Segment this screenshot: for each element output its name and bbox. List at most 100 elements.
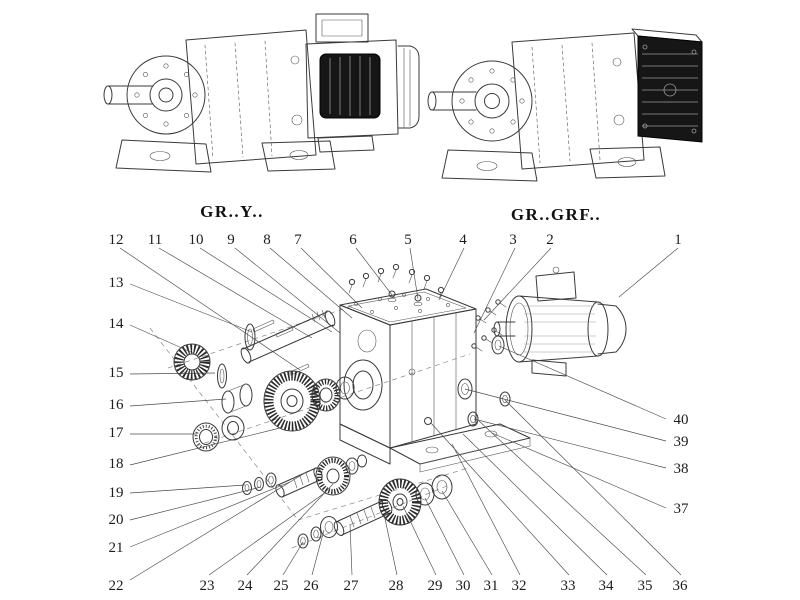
- mounting-feet: [115, 139, 336, 173]
- callout-32: 32: [512, 578, 527, 594]
- leader-line-14: [129, 324, 194, 354]
- motor-unit: [493, 266, 627, 377]
- callout-25: 25: [274, 578, 289, 594]
- gearbox-housing: [339, 304, 477, 449]
- leader-line-30: [424, 497, 465, 576]
- leader-line-18: [129, 427, 281, 466]
- callout-36: 36: [673, 578, 689, 594]
- callout-39: 39: [674, 434, 689, 450]
- bearings-left: [192, 415, 245, 452]
- leader-line-5: [409, 247, 419, 300]
- exploded-view: [149, 263, 627, 549]
- housing-cover-plate: [339, 288, 477, 326]
- leader-line-37: [491, 432, 667, 509]
- label-gr-grf: GR..GRF..: [511, 205, 601, 224]
- callout-28: 28: [389, 578, 404, 594]
- callout-20: 20: [109, 512, 124, 528]
- leader-line-1: [618, 247, 679, 298]
- drawing-gr-grf: [427, 28, 703, 182]
- callout-2: 2: [546, 232, 554, 248]
- callout-29: 29: [428, 578, 443, 594]
- leader-line-21: [129, 481, 291, 548]
- input-flange-cover: [631, 28, 703, 143]
- callout-26: 26: [304, 578, 320, 594]
- callout-27: 27: [344, 578, 360, 594]
- callout-35: 35: [638, 578, 653, 594]
- callout-7: 7: [294, 232, 302, 248]
- output-shaft: [103, 85, 154, 105]
- callout-21: 21: [109, 540, 124, 556]
- leader-line-16: [129, 398, 227, 407]
- shim-discs: [217, 323, 256, 389]
- callout-40: 40: [674, 412, 689, 428]
- housing-feet-base: [339, 423, 531, 473]
- callout-31: 31: [484, 578, 499, 594]
- coupling-rings: [457, 335, 511, 427]
- gear-housing: [511, 32, 645, 170]
- callout-34: 34: [599, 578, 615, 594]
- leader-line-3: [473, 247, 516, 334]
- front-flange: [126, 55, 206, 135]
- spacer-sleeve: [221, 383, 253, 414]
- leader-line-2: [483, 247, 552, 321]
- leader-line-12: [119, 247, 301, 371]
- callout-24: 24: [238, 578, 254, 594]
- leader-line-28: [383, 513, 398, 576]
- motor: [305, 13, 420, 153]
- leader-line-34: [462, 433, 608, 576]
- callout-1: 1: [674, 232, 682, 248]
- leader-line-35: [478, 420, 647, 576]
- callout-5: 5: [404, 232, 412, 248]
- leader-lines-layer: [119, 247, 682, 581]
- input-shaft: [240, 309, 336, 376]
- callout-22: 22: [109, 578, 124, 594]
- callout-16: 16: [109, 397, 125, 413]
- callout-18: 18: [109, 456, 124, 472]
- leader-line-29: [402, 505, 437, 576]
- leader-line-11: [158, 247, 313, 339]
- label-gr-y: GR..Y..: [200, 202, 264, 221]
- callout-11: 11: [148, 232, 162, 248]
- leader-line-24: [246, 483, 334, 576]
- callout-3: 3: [509, 232, 517, 248]
- leader-line-40: [498, 345, 667, 420]
- leader-line-22: [129, 470, 309, 581]
- leader-line-9: [234, 247, 341, 334]
- callout-30: 30: [456, 578, 471, 594]
- callout-13: 13: [109, 275, 124, 291]
- leader-line-8: [269, 247, 353, 319]
- middle-gear-ring: [311, 376, 355, 412]
- callout-33: 33: [561, 578, 576, 594]
- gear-housing: [185, 29, 317, 165]
- front-flange: [451, 60, 533, 142]
- leader-line-39: [464, 388, 667, 442]
- leader-line-19: [129, 484, 246, 494]
- callout-14: 14: [109, 316, 125, 332]
- callout-37: 37: [674, 501, 690, 517]
- callout-10: 10: [189, 232, 204, 248]
- leader-line-38: [473, 418, 667, 469]
- seal-ring: [173, 343, 211, 381]
- center-axis-lines: [149, 305, 471, 549]
- callout-4: 4: [459, 232, 467, 248]
- callout-12: 12: [109, 232, 124, 248]
- leader-line-13: [129, 283, 253, 333]
- leader-line-26: [311, 529, 325, 576]
- intermediate-pinion-set: [242, 454, 367, 498]
- large-helical-gear: [263, 370, 321, 432]
- leader-line-10: [199, 247, 333, 333]
- leader-line-25: [282, 541, 304, 576]
- leader-line-36: [504, 399, 682, 576]
- leader-line-20: [129, 486, 262, 521]
- leader-line-31: [441, 490, 493, 576]
- callout-23: 23: [200, 578, 215, 594]
- output-gear-shaft-set: [297, 474, 453, 549]
- leader-line-15: [129, 372, 216, 375]
- callout-9: 9: [227, 232, 235, 248]
- motor-flange-bolts: [471, 299, 507, 352]
- leader-line-33: [430, 422, 570, 576]
- output-shaft: [427, 91, 477, 111]
